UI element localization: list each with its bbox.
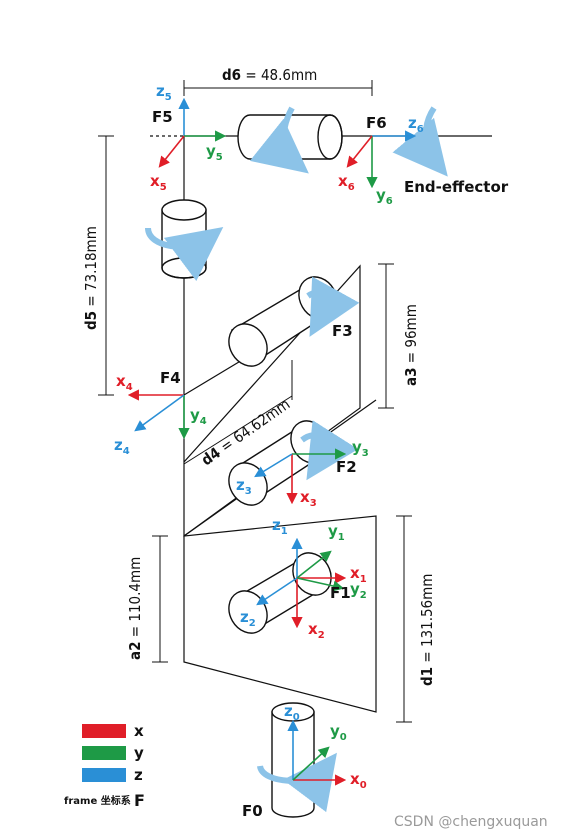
axis-label-x1: x1 bbox=[350, 564, 367, 585]
rotation-arrow-base bbox=[257, 752, 337, 813]
axis-label-x3: x3 bbox=[300, 488, 317, 509]
dimension-label-d6: d6 = 48.6mm bbox=[222, 66, 317, 84]
rotation-arrow-end-effector bbox=[392, 106, 448, 177]
frame-label-f4: F4 bbox=[160, 369, 181, 387]
frame-label-f3: F3 bbox=[332, 322, 353, 340]
legend-frame-symbol: F bbox=[134, 791, 145, 810]
dimension-label-a2: a2 = 110.4mm bbox=[126, 557, 144, 660]
rotation-arrow-j6 bbox=[249, 106, 309, 174]
frame1-axes bbox=[256, 537, 347, 629]
axis-label-z3: z3 bbox=[236, 476, 252, 497]
frame6-axes bbox=[346, 130, 417, 189]
axis-color-legend: x y z frame 坐标系 F bbox=[64, 722, 145, 810]
legend-label-z: z bbox=[134, 766, 143, 784]
frame-label-f5: F5 bbox=[152, 108, 173, 126]
rotation-arrows bbox=[145, 106, 448, 813]
legend-label-x: x bbox=[134, 722, 144, 740]
dimension-label-a3: a3 = 96mm bbox=[402, 304, 420, 386]
axis-label-z4: z4 bbox=[114, 436, 130, 457]
axis-label-z1: z1 bbox=[272, 516, 288, 537]
frame-label-f1: F1 bbox=[330, 584, 351, 602]
axis-label-x5: x5 bbox=[150, 172, 167, 193]
joint3-cylinder bbox=[228, 276, 338, 367]
axis-label-y0: y0 bbox=[330, 722, 347, 743]
legend-frame-caption: frame 坐标系 bbox=[64, 794, 131, 807]
watermark: CSDN @chengxuquan bbox=[394, 814, 548, 830]
rotation-arrow-j2 bbox=[300, 420, 359, 481]
legend-swatch-y bbox=[82, 746, 126, 760]
legend-label-y: y bbox=[134, 744, 144, 762]
joint6-cylinder bbox=[237, 114, 343, 160]
axis-label-y6: y6 bbox=[376, 186, 393, 207]
frame-label-f0: F0 bbox=[242, 802, 263, 820]
axis-label-y4: y4 bbox=[190, 406, 207, 427]
axis-labels: z5 y5 x5 z6 x6 y6 x4 y4 z4 y3 x3 z3 z1 y… bbox=[114, 82, 424, 791]
axis-label-y3: y3 bbox=[352, 438, 369, 459]
dimension-lines bbox=[98, 80, 412, 723]
frame-label-f6: F6 bbox=[366, 114, 387, 132]
axis-label-x0: x0 bbox=[350, 770, 367, 791]
dimension-label-d1: d1 = 131.56mm bbox=[418, 574, 436, 686]
frame2-axes bbox=[254, 448, 347, 505]
legend-swatch-z bbox=[82, 768, 126, 782]
joint5-cylinder bbox=[161, 199, 207, 279]
axis-label-y1: y1 bbox=[328, 522, 345, 543]
rotation-arrow-j5 bbox=[145, 227, 224, 282]
legend-swatch-x bbox=[82, 724, 126, 738]
axis-label-y5: y5 bbox=[206, 142, 223, 163]
axis-label-x2: x2 bbox=[308, 620, 325, 641]
frame-label-f2: F2 bbox=[336, 458, 357, 476]
frame0-axes bbox=[287, 719, 347, 786]
axis-label-z6: z6 bbox=[408, 114, 424, 135]
axis-label-y2: y2 bbox=[350, 580, 367, 601]
axis-label-z0: z0 bbox=[284, 702, 300, 723]
frame4-axes bbox=[127, 389, 190, 440]
axis-label-x4: x4 bbox=[116, 372, 133, 393]
rotation-arrow-j3 bbox=[306, 276, 360, 337]
frame5-axes bbox=[158, 97, 227, 168]
axis-label-z2: z2 bbox=[240, 608, 256, 629]
end-effector-label: End-effector bbox=[404, 178, 509, 196]
dimension-label-d5: d5 = 73.18mm bbox=[82, 226, 100, 330]
axis-label-x6: x6 bbox=[338, 172, 355, 193]
axis-label-z5: z5 bbox=[156, 82, 172, 103]
